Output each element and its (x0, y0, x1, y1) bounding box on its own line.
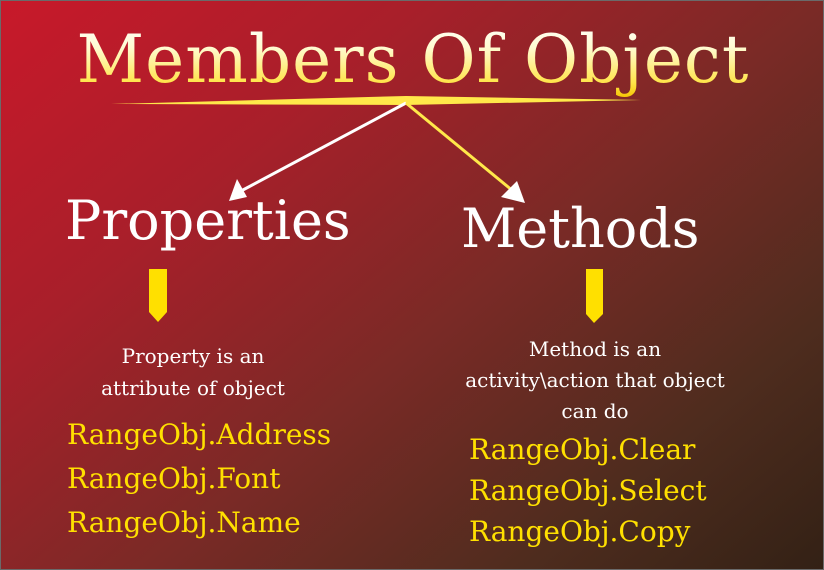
properties-heading: Properties (65, 189, 351, 252)
method-example: RangeObj.Copy (469, 515, 691, 548)
connector-to-properties (240, 101, 407, 193)
connector-to-methods (405, 101, 514, 193)
properties-examples: RangeObj.Address RangeObj.Font RangeObj.… (67, 413, 331, 545)
methods-description-line: can do (561, 399, 629, 423)
diagram-title: Members Of Object (1, 21, 823, 98)
pointer-properties (149, 269, 167, 322)
methods-description-line: activity\action that object (465, 368, 725, 392)
methods-description-line: Method is an (528, 337, 662, 361)
method-example: RangeObj.Clear (469, 433, 696, 466)
arrowhead-methods (501, 181, 525, 203)
properties-description-line: Property is an (121, 344, 265, 368)
property-example: RangeObj.Address (67, 418, 332, 451)
methods-description: Method is an activity\action that object… (425, 334, 765, 427)
properties-description-line: attribute of object (101, 376, 285, 400)
methods-examples: RangeObj.Clear RangeObj.Select RangeObj.… (469, 429, 707, 552)
property-example: RangeObj.Font (67, 462, 281, 495)
arrowhead-properties (229, 179, 247, 201)
methods-heading: Methods (461, 197, 700, 260)
pointer-methods (586, 269, 603, 323)
title-underline (111, 96, 641, 105)
property-example: RangeObj.Name (67, 506, 301, 539)
properties-description: Property is an attribute of object (63, 340, 323, 404)
method-example: RangeObj.Select (469, 474, 707, 507)
